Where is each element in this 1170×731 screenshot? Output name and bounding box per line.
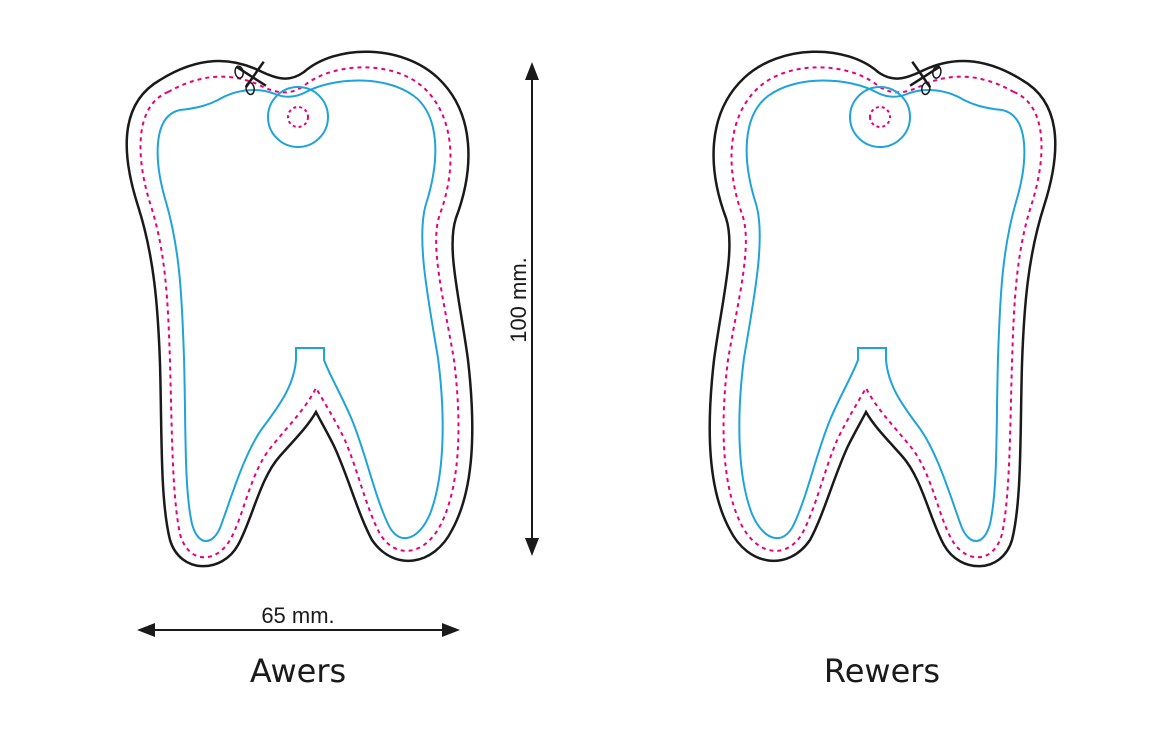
back-cut-line	[708, 50, 1057, 568]
width-dimension: 65 mm.	[137, 603, 460, 637]
height-label: 100 mm.	[506, 257, 531, 343]
front-safe-line	[156, 79, 444, 542]
front-tooth	[125, 50, 474, 568]
back-side-label: Rewers	[824, 652, 940, 690]
width-arrow-left-icon	[137, 623, 155, 637]
back-safe-line	[738, 79, 1026, 542]
back-hang-hole-bleed	[869, 106, 891, 128]
front-side-label: Awers	[250, 652, 346, 690]
height-arrow-up-icon	[525, 62, 539, 80]
back-tooth	[708, 50, 1057, 568]
front-hang-hole	[267, 86, 329, 148]
height-arrow-down-icon	[525, 538, 539, 556]
back-bleed-line	[722, 66, 1043, 559]
height-dimension: 100 mm.	[506, 62, 539, 556]
back-hang-hole	[849, 86, 911, 148]
front-hang-hole-bleed	[287, 106, 309, 128]
front-bleed-line	[139, 66, 460, 559]
width-label: 65 mm.	[261, 603, 334, 628]
front-cut-line	[125, 50, 474, 568]
width-arrow-right-icon	[442, 623, 460, 637]
